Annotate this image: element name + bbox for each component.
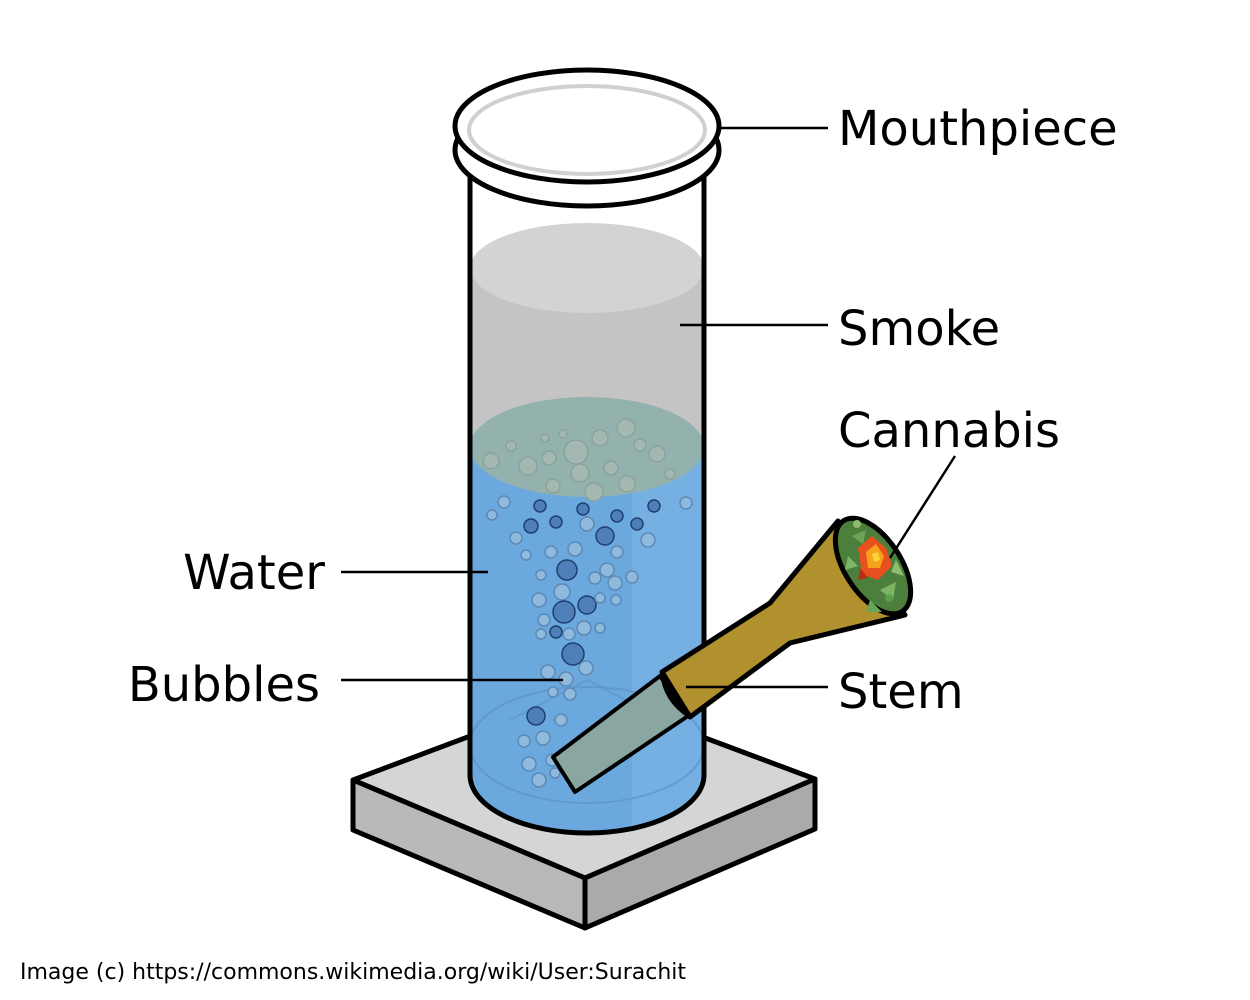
stem-bowl (659, 515, 914, 720)
smoke-top-surface (470, 223, 704, 313)
cannabis-leader (888, 455, 957, 559)
label-stem: Stem (838, 664, 964, 720)
label-smoke: Smoke (838, 301, 1000, 357)
leader-lines (341, 126, 957, 689)
tube-contents (470, 160, 704, 833)
label-water: Water (183, 545, 325, 601)
bubbles-cluster (482, 418, 693, 788)
image-credit: Image (c) https://commons.wikimedia.org/… (20, 960, 687, 985)
label-cannabis: Cannabis (838, 403, 1060, 459)
cannabis-leaves (845, 520, 904, 612)
mouthpiece-rim (452, 67, 722, 209)
label-mouthpiece: Mouthpiece (838, 101, 1118, 157)
ember (858, 536, 892, 580)
label-bubbles: Bubbles (128, 657, 320, 713)
